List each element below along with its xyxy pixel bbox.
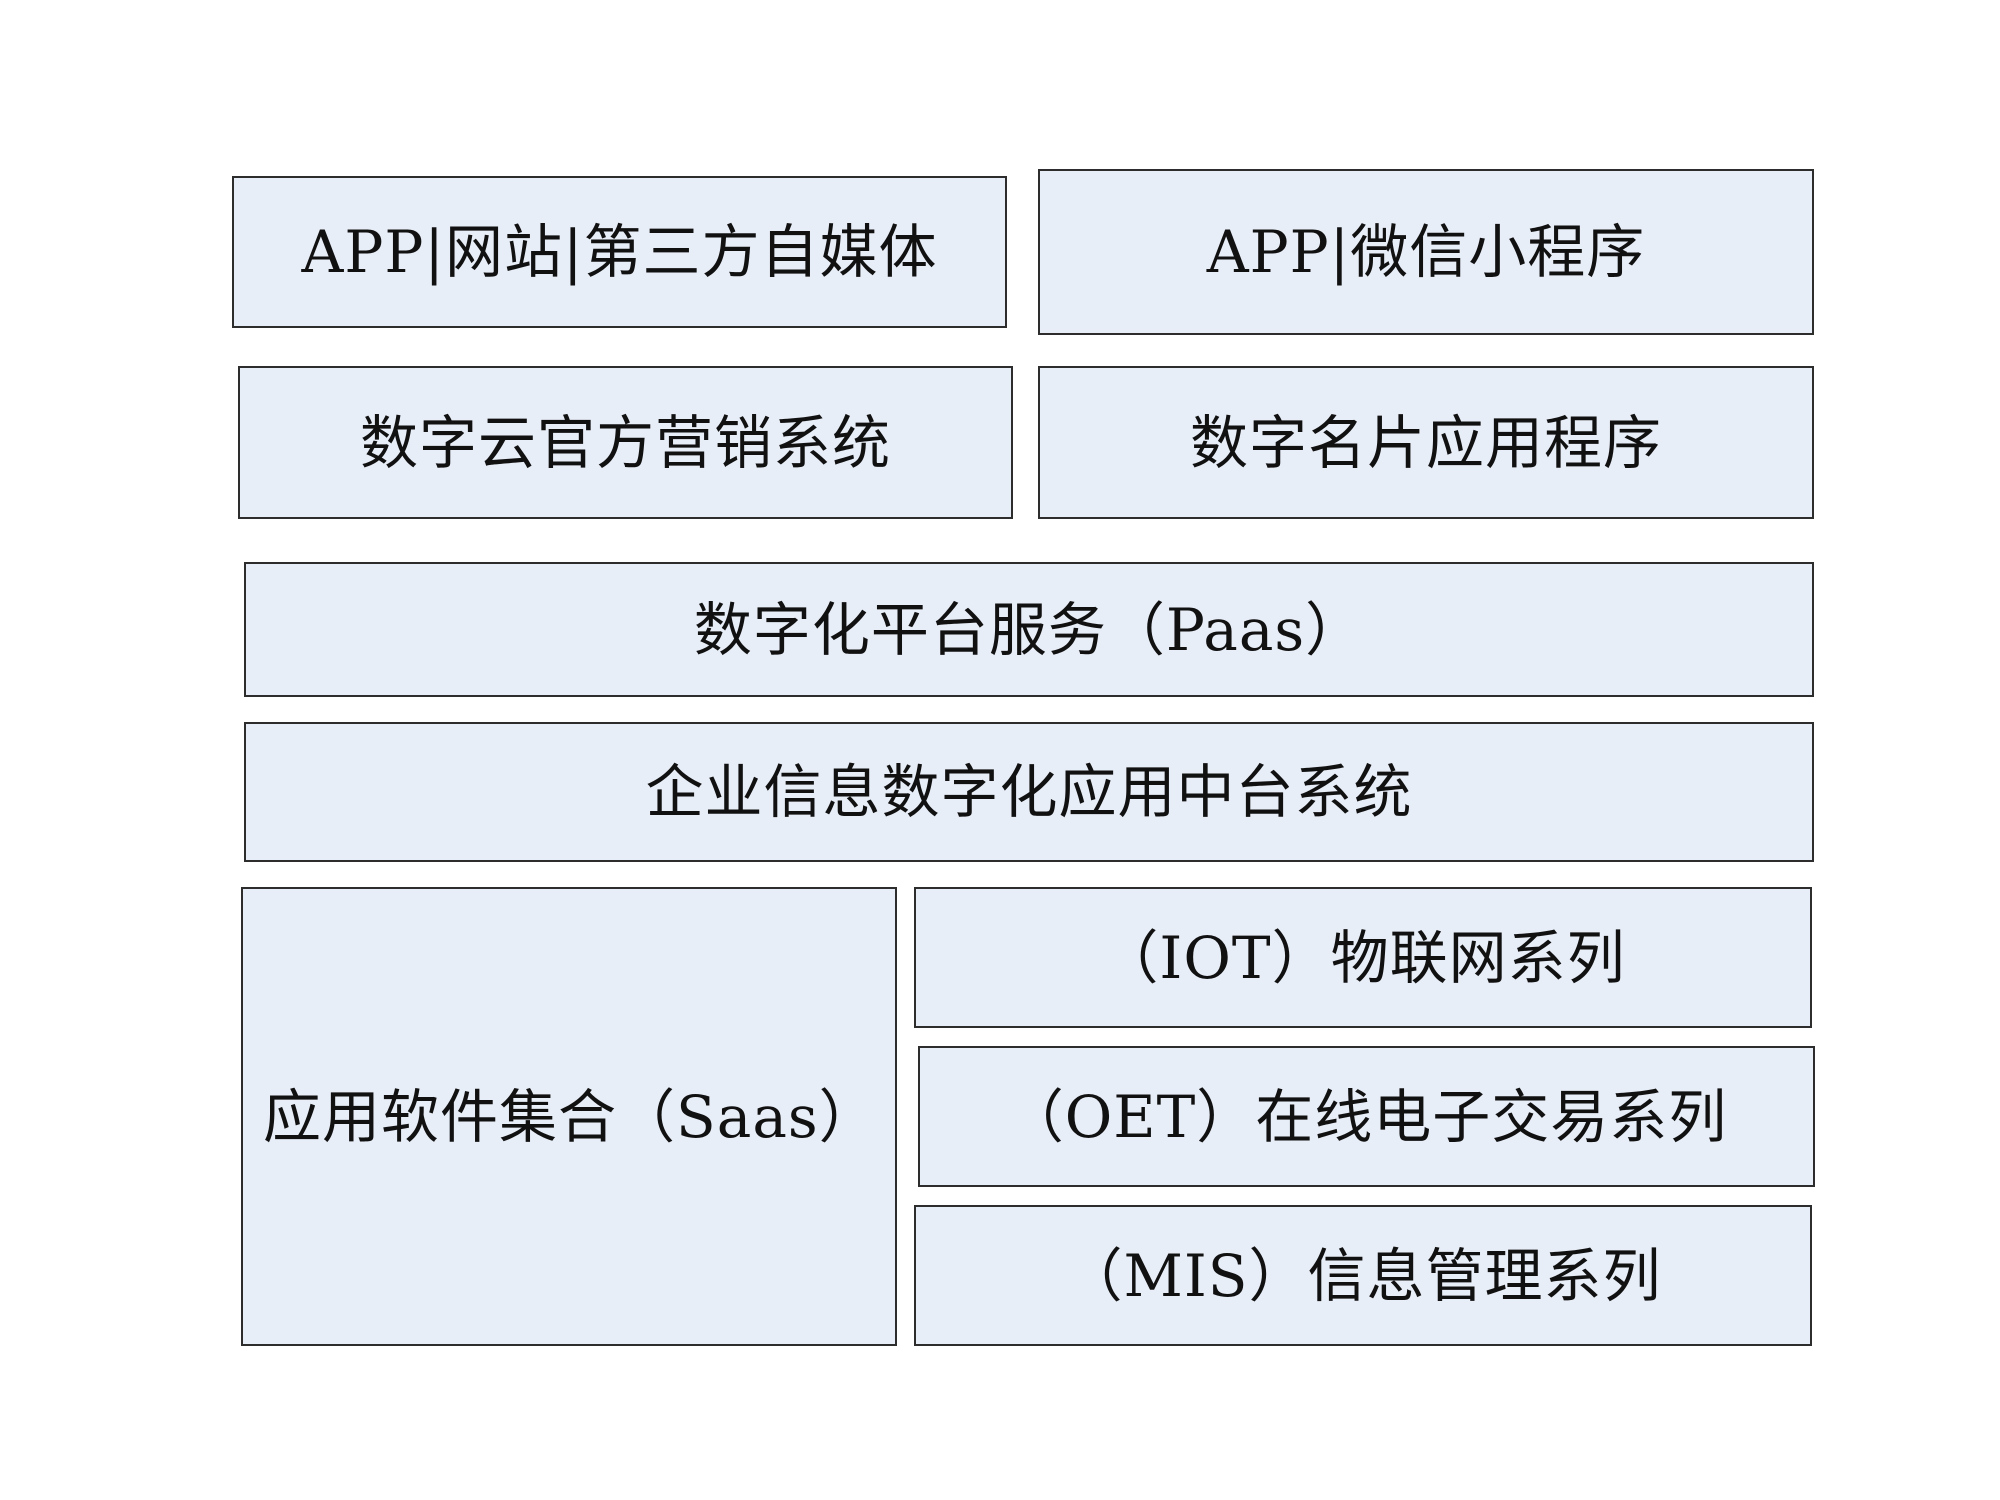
- oet-series-label: （OET）在线电子交易系列: [1005, 1082, 1728, 1151]
- middle-platform-box: 企业信息数字化应用中台系统: [244, 722, 1814, 862]
- middle-platform-label: 企业信息数字化应用中台系统: [645, 758, 1413, 826]
- digital-cloud-marketing-label: 数字云官方营销系统: [359, 408, 891, 477]
- digital-card-app-box: 数字名片应用程序: [1038, 366, 1814, 519]
- paas-platform-box: 数字化平台服务（Paas）: [244, 562, 1814, 697]
- app-web-media-label: APP|网站|第三方自媒体: [301, 218, 938, 286]
- saas-collection-box: 应用软件集合（Saas）: [241, 887, 897, 1346]
- app-wechat-miniprogram-label: APP|微信小程序: [1206, 218, 1646, 286]
- mis-series-label: （MIS）信息管理系列: [1064, 1241, 1662, 1310]
- iot-series-box: （IOT）物联网系列: [914, 887, 1812, 1028]
- saas-collection-label: 应用软件集合（Saas）: [263, 1082, 878, 1151]
- app-web-media-box: APP|网站|第三方自媒体: [232, 176, 1007, 328]
- oet-series-box: （OET）在线电子交易系列: [918, 1046, 1815, 1187]
- mis-series-box: （MIS）信息管理系列: [914, 1205, 1812, 1346]
- digital-cloud-marketing-box: 数字云官方营销系统: [238, 366, 1013, 519]
- digital-card-app-label: 数字名片应用程序: [1189, 408, 1662, 477]
- paas-platform-label: 数字化平台服务（Paas）: [693, 595, 1365, 664]
- iot-series-label: （IOT）物联网系列: [1100, 923, 1626, 992]
- app-wechat-miniprogram-box: APP|微信小程序: [1038, 169, 1814, 335]
